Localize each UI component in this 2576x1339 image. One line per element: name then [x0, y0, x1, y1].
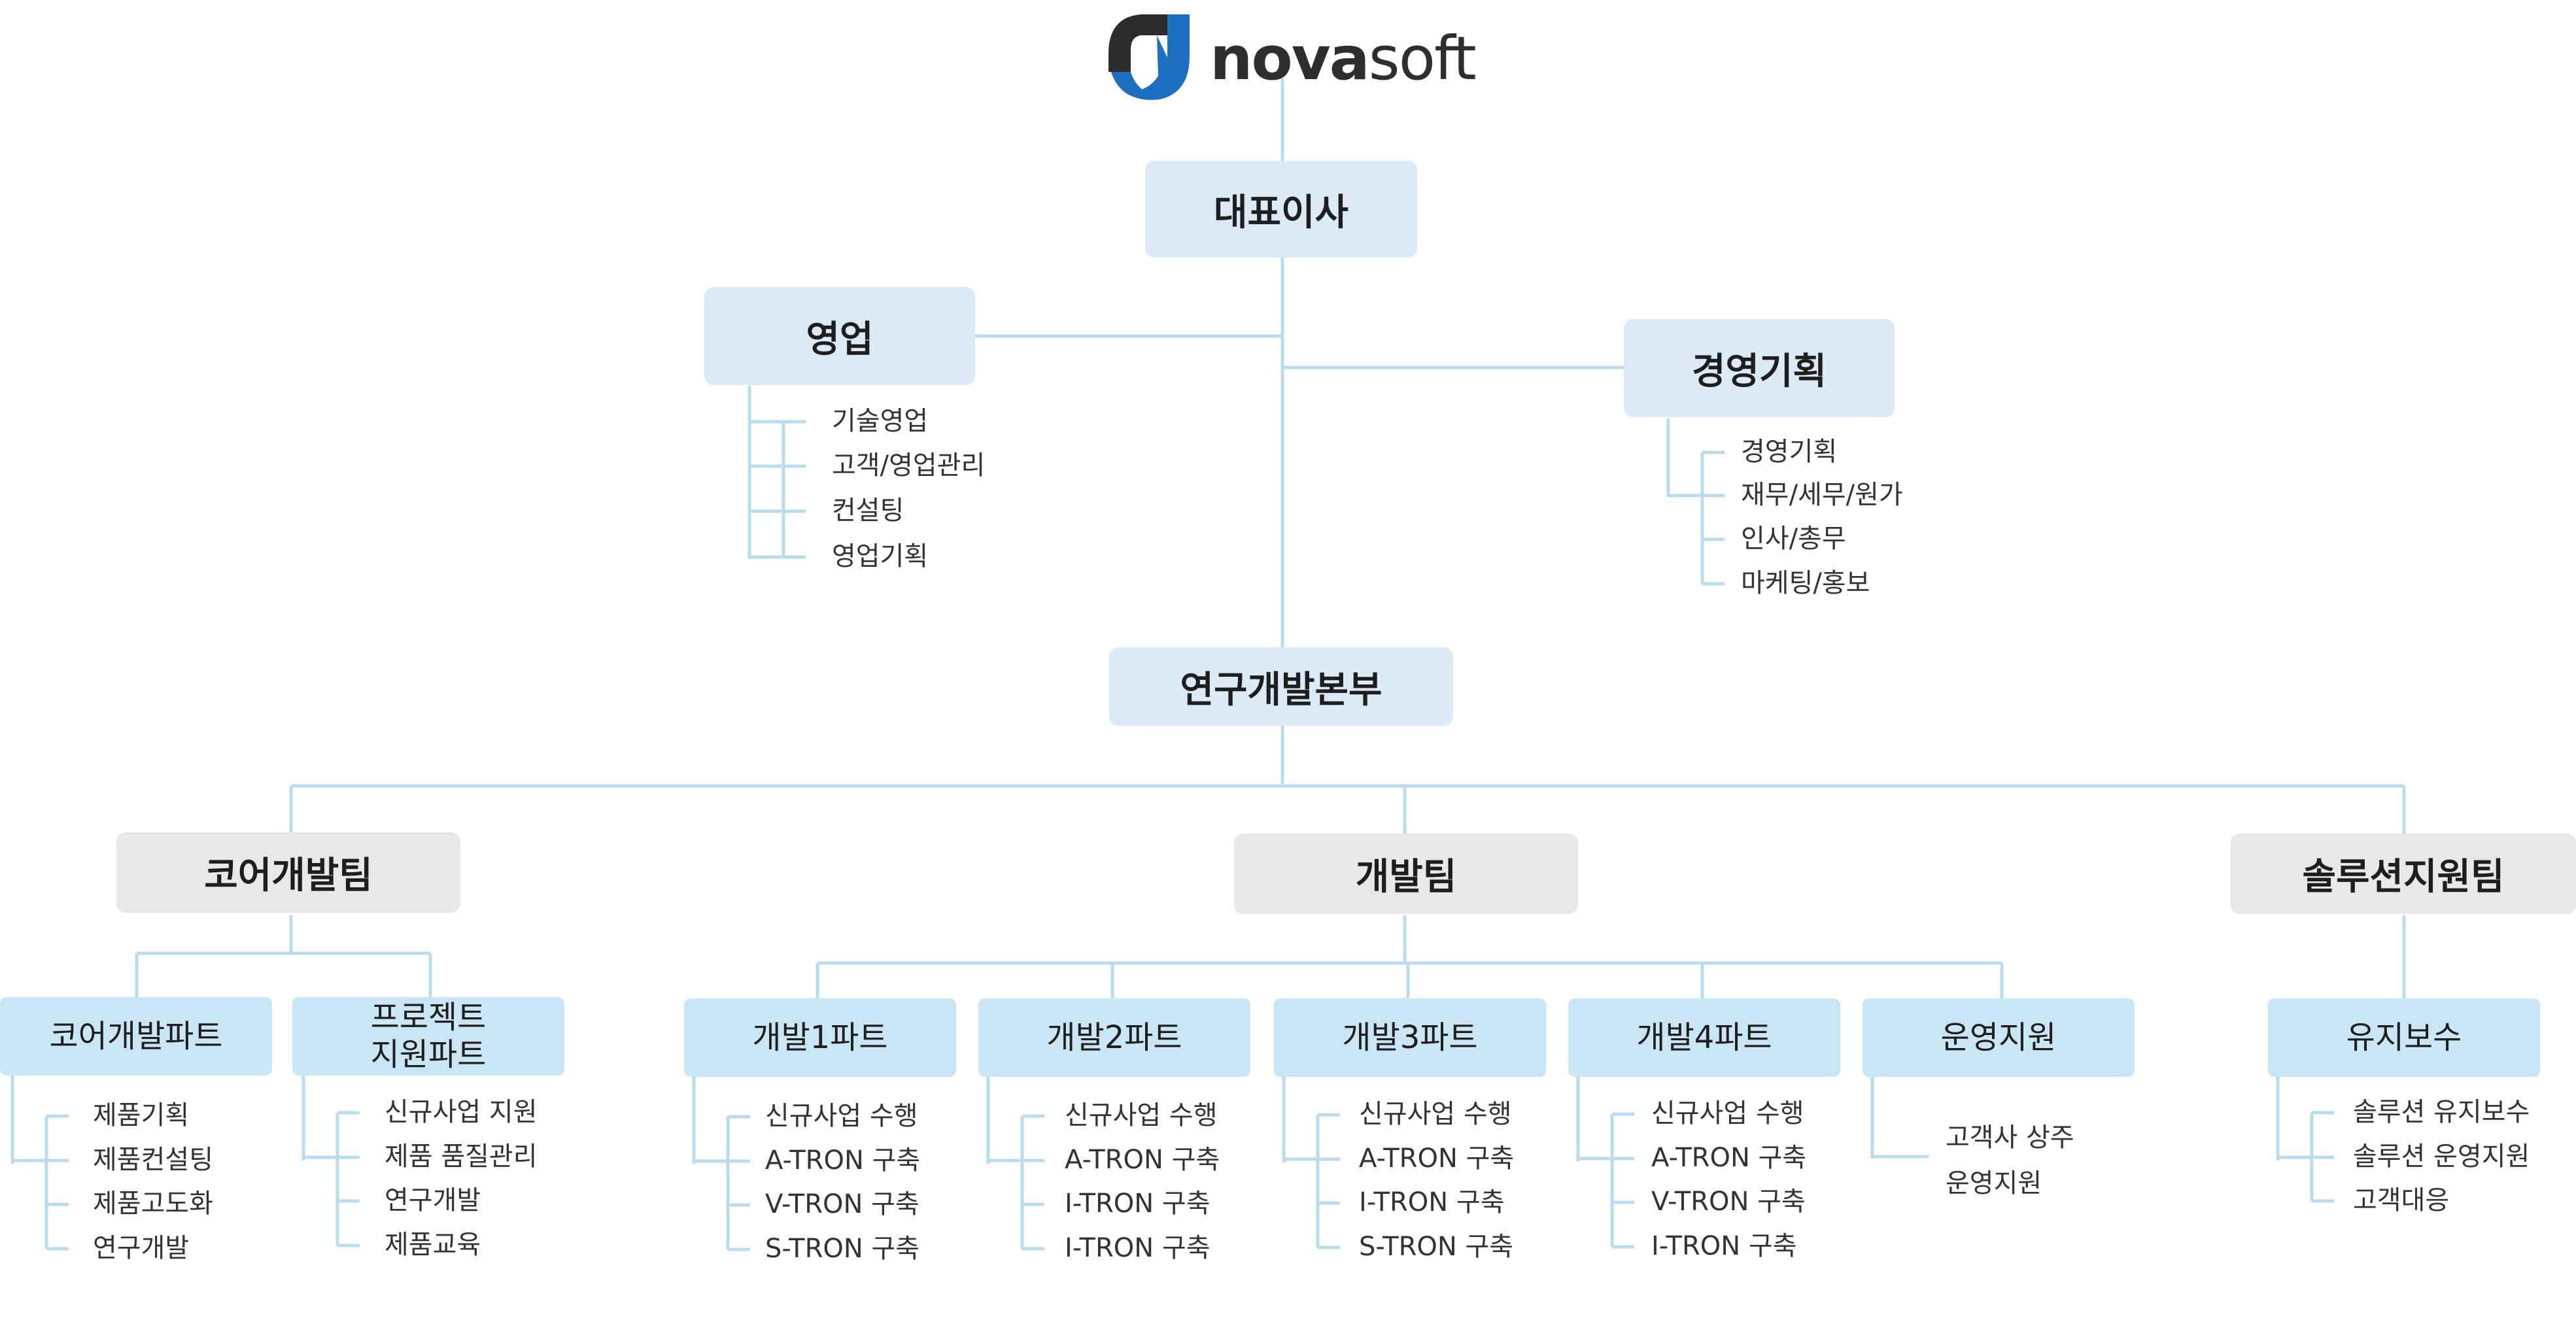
- logo-brand-light: soft: [1368, 24, 1477, 93]
- ceo-box: 대표이사: [1145, 161, 1417, 258]
- part-item: 신규사업 수행: [1065, 1100, 1218, 1130]
- part-item: 신규사업 수행: [1651, 1098, 1804, 1128]
- part-item: 신규사업 지원: [385, 1097, 538, 1127]
- sales-item: 영업기획: [832, 541, 929, 571]
- part-item: S-TRON 구축: [765, 1234, 920, 1264]
- part-item: S-TRON 구축: [1359, 1232, 1514, 1262]
- mgmt-item: 재무/세무/원가: [1741, 480, 1903, 510]
- operations-support-box: 운영지원: [1863, 998, 2135, 1077]
- part-item: A-TRON 구축: [1065, 1145, 1220, 1175]
- part-item: 제품고도화: [93, 1189, 213, 1219]
- dev-part-4-box: 개발4파트: [1568, 998, 1840, 1077]
- part-item: 운영지원: [1946, 1168, 2042, 1198]
- company-logo: novasoft: [1102, 9, 1477, 104]
- project-support-part-box: 프로젝트 지원파트: [292, 997, 564, 1076]
- part-item: 솔루션 운영지원: [2353, 1142, 2530, 1172]
- part-item: 연구개발: [93, 1233, 190, 1263]
- part-item: A-TRON 구축: [1651, 1143, 1807, 1173]
- part-item: 고객대응: [2353, 1185, 2450, 1215]
- part-item: I-TRON 구축: [1359, 1187, 1505, 1217]
- maintenance-box: 유지보수: [2268, 998, 2540, 1077]
- dev-team-box: 개발팀: [1234, 834, 1578, 914]
- part-item: I-TRON 구축: [1065, 1189, 1211, 1219]
- project-support-part-label-line1: 프로젝트: [370, 999, 487, 1036]
- part-item: A-TRON 구축: [765, 1145, 921, 1176]
- mgmt-item: 인사/총무: [1741, 524, 1846, 554]
- dev-part-1-box: 개발1파트: [684, 998, 956, 1077]
- project-support-part-label-line2: 지원파트: [370, 1036, 487, 1073]
- mgmt-item: 경영기획: [1741, 437, 1838, 467]
- part-item: 제품 품질관리: [385, 1142, 538, 1172]
- part-item: 솔루션 유지보수: [2353, 1097, 2530, 1127]
- core-dev-team-box: 코어개발팀: [116, 832, 460, 913]
- part-item: I-TRON 구축: [1065, 1233, 1211, 1263]
- sales-item: 고객/영업관리: [832, 450, 986, 481]
- sales-item: 컨설팅: [832, 496, 904, 526]
- part-item: 신규사업 수행: [765, 1101, 918, 1131]
- novasoft-logo-icon: [1108, 14, 1190, 100]
- part-item: 고객사 상주: [1946, 1123, 2074, 1153]
- dev-part-3-box: 개발3파트: [1274, 998, 1546, 1077]
- part-item: 제품컨설팅: [93, 1145, 213, 1175]
- part-item: 제품교육: [385, 1230, 481, 1260]
- dev-part-2-box: 개발2파트: [978, 998, 1250, 1077]
- part-item: 연구개발: [385, 1185, 481, 1215]
- part-item: I-TRON 구축: [1651, 1231, 1797, 1261]
- part-item: V-TRON 구축: [765, 1189, 919, 1219]
- sales-item: 기술영업: [832, 406, 929, 436]
- mgmt-item: 마케팅/홍보: [1741, 568, 1870, 598]
- logo-wordmark: novasoft: [1210, 24, 1477, 93]
- sales-box: 영업: [704, 287, 975, 385]
- part-item: A-TRON 구축: [1359, 1144, 1515, 1174]
- logo-brand-bold: nova: [1210, 24, 1370, 93]
- solution-support-team-box: 솔루션지원팀: [2231, 834, 2576, 914]
- rnd-division-box: 연구개발본부: [1109, 647, 1453, 726]
- part-item: V-TRON 구축: [1651, 1187, 1806, 1217]
- part-item: 제품기획: [93, 1100, 190, 1130]
- management-planning-box: 경영기획: [1624, 319, 1895, 417]
- part-item: 신규사업 수행: [1359, 1099, 1512, 1129]
- core-dev-part-box: 코어개발파트: [0, 997, 272, 1076]
